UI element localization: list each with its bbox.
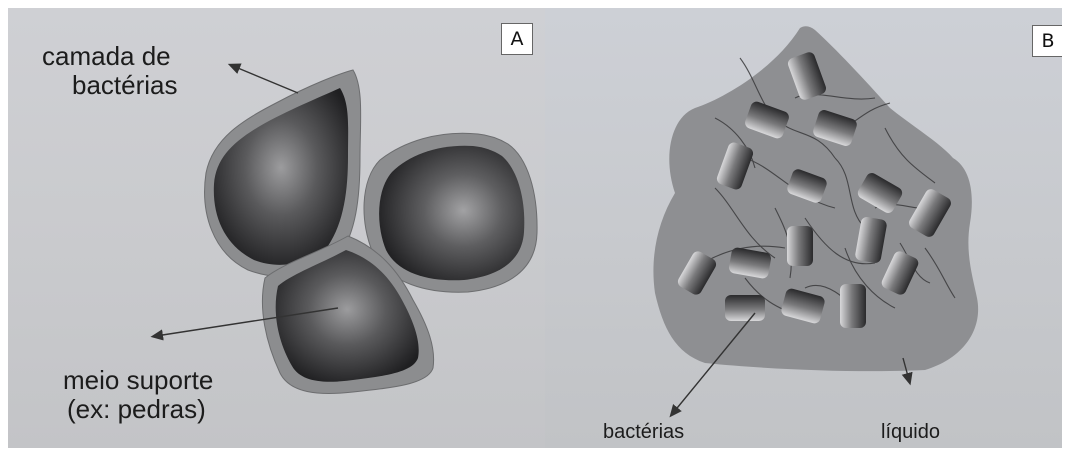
label-liquid: líquido bbox=[881, 421, 940, 444]
label-support-medium: meio suporte (ex: pedras) bbox=[63, 366, 213, 424]
bacterium bbox=[725, 295, 765, 321]
arrow-bacteria-layer bbox=[233, 66, 298, 93]
bacterium bbox=[840, 284, 866, 328]
label-bacteria-layer-line1: camada de bbox=[42, 42, 178, 71]
label-bacteria-layer: camada de bactérias bbox=[42, 42, 178, 100]
panel-a-tag: A bbox=[501, 23, 533, 55]
stone-2 bbox=[379, 146, 524, 281]
bacterium bbox=[787, 226, 813, 266]
panel-b: B bactérias líquido bbox=[545, 8, 1062, 448]
label-bacteria-layer-line2: bactérias bbox=[42, 71, 178, 100]
label-support-medium-line1: meio suporte bbox=[63, 366, 213, 395]
panel-a: A camada de bactérias meio suporte (ex: … bbox=[8, 8, 545, 448]
panel-b-tag: B bbox=[1032, 25, 1062, 57]
label-bacteria: bactérias bbox=[603, 421, 684, 444]
suspended-bacteria-illustration bbox=[545, 8, 1062, 448]
label-support-medium-line2: (ex: pedras) bbox=[63, 395, 213, 424]
